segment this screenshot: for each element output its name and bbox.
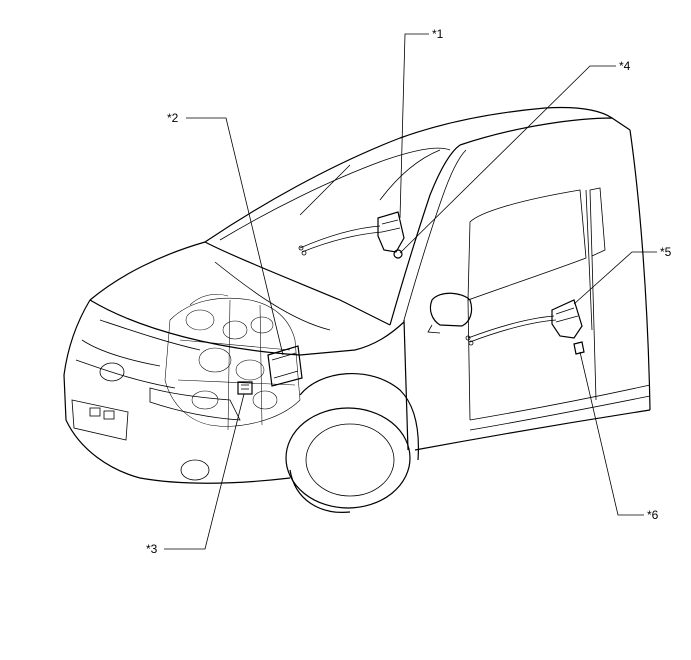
leader-1 bbox=[399, 33, 429, 219]
leader-3 bbox=[164, 393, 245, 550]
callout-leaders bbox=[164, 33, 657, 550]
relay-connector bbox=[237, 381, 253, 395]
front-door-switch bbox=[393, 249, 403, 259]
callout-label-5: *5 bbox=[660, 245, 672, 259]
leader-2 bbox=[186, 117, 284, 356]
callout-label-2: *2 bbox=[167, 111, 179, 125]
leader-6 bbox=[579, 351, 644, 516]
callout-label-4: *4 bbox=[619, 59, 631, 73]
front-door-lock bbox=[298, 211, 405, 256]
engine-assembly bbox=[164, 294, 301, 431]
callout-label-3: *3 bbox=[146, 542, 158, 556]
rear-door-lock bbox=[465, 299, 583, 346]
rear-door-switch bbox=[573, 341, 585, 355]
leader-4 bbox=[399, 65, 616, 254]
callout-labels: *1 *2 *3 *4 *5 *6 bbox=[146, 27, 672, 556]
callout-label-6: *6 bbox=[647, 508, 659, 522]
vehicle-body bbox=[63, 106, 651, 513]
ecu-module bbox=[267, 345, 303, 387]
callout-label-1: *1 bbox=[432, 27, 444, 41]
leader-5 bbox=[573, 251, 657, 305]
